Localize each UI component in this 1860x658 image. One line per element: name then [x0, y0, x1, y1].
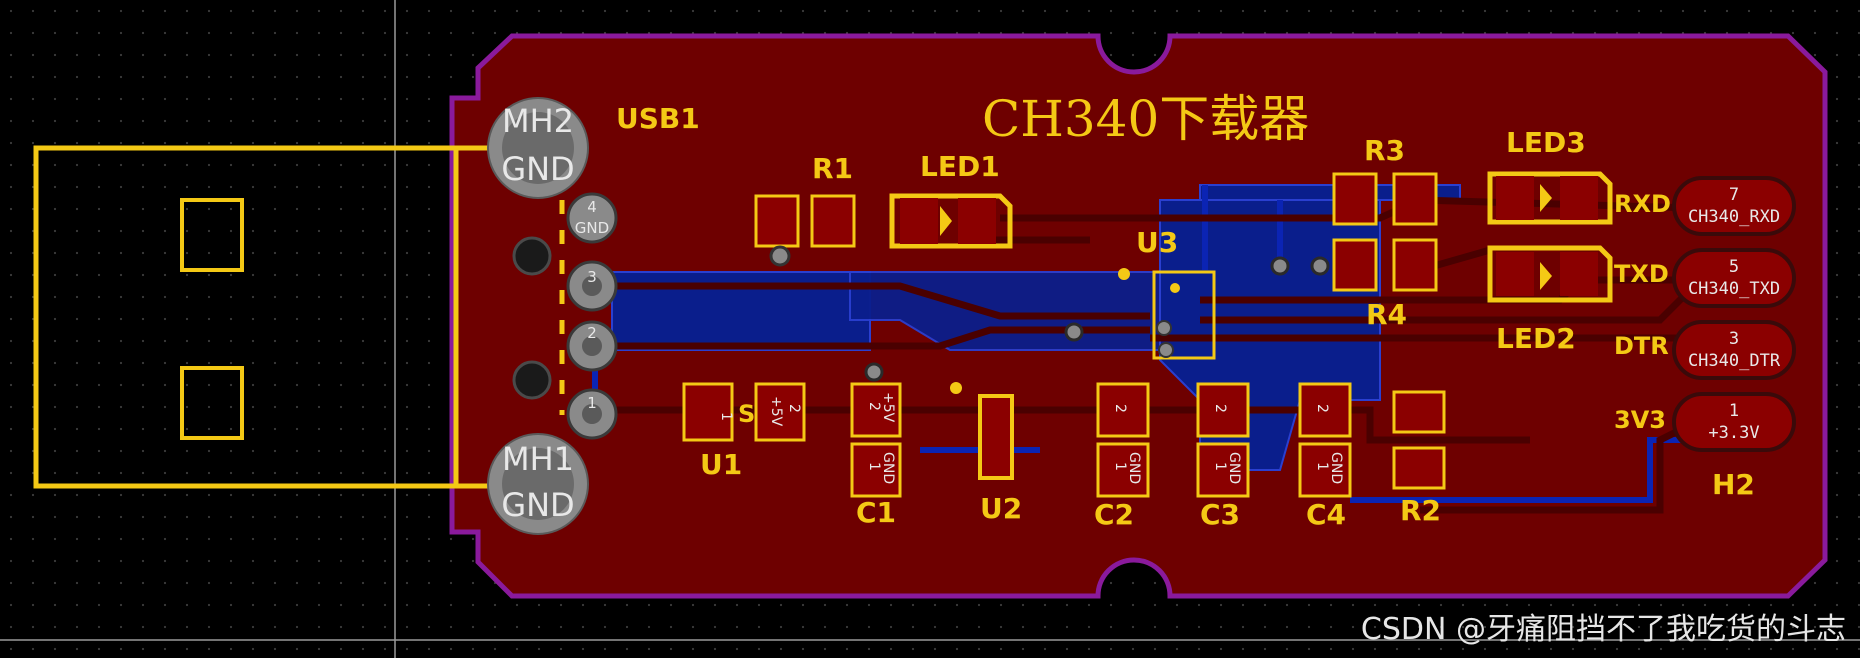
c2-pad1-num: 1 [1112, 462, 1128, 471]
header-silk-3v3: 3V3 [1614, 406, 1666, 434]
mh1-net: GND [501, 486, 574, 524]
c4-pad1-net: GND [1328, 452, 1344, 484]
usb-pin-1-number: 1 [587, 394, 597, 412]
usb-connector-outline[interactable] [33, 145, 565, 489]
capacitor-c3[interactable]: 2 1 GND [1196, 382, 1250, 498]
c3-pad1-net: GND [1226, 452, 1242, 484]
resistor-r2[interactable] [1392, 390, 1446, 490]
c4-pad1-num: 1 [1314, 462, 1330, 471]
u1-silk-s: S [738, 400, 755, 428]
ref-r4: R4 [1366, 298, 1407, 331]
ref-c1: C1 [856, 496, 896, 529]
c2-pad2-num: 2 [1112, 404, 1128, 413]
ref-u2: U2 [980, 492, 1022, 525]
usb-pin-2[interactable]: 2 [566, 320, 618, 372]
ref-r3: R3 [1364, 134, 1405, 167]
ref-led1: LED1 [920, 150, 1000, 183]
u1-pad1-num: 1 [718, 412, 734, 421]
fiducial-dot [950, 382, 962, 394]
ref-u1: U1 [700, 448, 742, 481]
c1-pad1-num: 1 [866, 462, 882, 471]
c1-pad1-net: GND [880, 452, 896, 484]
ref-led2: LED2 [1496, 322, 1576, 355]
usb-pin-3-number: 3 [587, 268, 597, 286]
resistor-r1[interactable] [754, 194, 856, 267]
c3-pad2-num: 2 [1212, 404, 1228, 413]
u1-pad2-net: +5V [768, 396, 784, 427]
header-pin-txd-number: 5 [1729, 257, 1739, 277]
mh1-name: MH1 [502, 440, 574, 478]
usb-pin-4-net: GND [575, 219, 609, 237]
u3-pin1-marker [1170, 283, 1180, 293]
header-pin-dtr-number: 3 [1729, 329, 1739, 349]
header-pin-dtr-net: CH340_DTR [1688, 351, 1781, 371]
c2-pad1-net: GND [1126, 452, 1142, 484]
ref-c3: C3 [1200, 498, 1240, 531]
header-pin-rxd-number: 7 [1729, 185, 1739, 205]
usb-key-pad-bottom [180, 366, 244, 440]
c3-pad1-num: 1 [1212, 462, 1228, 471]
u1-pad2-num: 2 [786, 404, 802, 413]
header-pin-txd[interactable]: 5 CH340_TXD TXD [1614, 248, 1796, 308]
locating-hole-top [512, 236, 552, 276]
header-pin-rxd[interactable]: 7 CH340_RXD RXD [1614, 176, 1796, 236]
ref-h2: H2 [1712, 468, 1755, 501]
mount-hole-mh1[interactable]: MH1 GND [487, 433, 589, 535]
mh2-name: MH2 [502, 102, 574, 140]
header-pin-dtr[interactable]: 3 CH340_DTR DTR [1614, 320, 1796, 380]
usb-pin-3[interactable]: 3 [566, 260, 618, 312]
watermark: CSDN @牙痛阻挡不了我吃货的斗志 [1360, 612, 1846, 647]
usb-pin-4[interactable]: 4 GND [566, 192, 618, 244]
header-pin-rxd-net: CH340_RXD [1688, 207, 1780, 227]
header-pin-3v3-net: +3.3V [1708, 423, 1759, 443]
ref-r1: R1 [812, 152, 853, 185]
ref-led3: LED3 [1506, 126, 1586, 159]
capacitor-c4[interactable]: 2 1 GND [1298, 382, 1352, 498]
c1-pad2-num: 2 [866, 402, 882, 411]
resistor-r3[interactable] [1332, 172, 1438, 226]
capacitor-c2[interactable]: 2 1 GND [1096, 382, 1150, 498]
c4-pad2-num: 2 [1314, 404, 1330, 413]
vias [864, 256, 1330, 382]
usb-pin-2-number: 2 [587, 324, 597, 342]
led3-polarity-icon [1540, 184, 1552, 212]
ref-r2: R2 [1400, 494, 1441, 527]
led1-polarity-icon [940, 206, 952, 236]
board-title: CH340下载器 [982, 90, 1309, 148]
header-silk-rxd: RXD [1614, 190, 1671, 218]
c1-pad2-net: +5V [880, 392, 896, 423]
led-led1[interactable] [889, 193, 1013, 249]
header-silk-txd: TXD [1614, 260, 1669, 288]
header-pin-3v3[interactable]: 1 +3.3V 3V3 [1614, 392, 1796, 452]
resistor-r4[interactable] [1332, 238, 1438, 292]
locating-hole-bottom [512, 360, 552, 400]
mh2-net: GND [501, 150, 574, 188]
usb-key-pad-top [180, 198, 244, 272]
capacitor-c1[interactable]: 2 +5V 1 GND [850, 382, 902, 498]
usb-pin-4-number: 4 [587, 198, 597, 216]
led-led3[interactable] [1487, 171, 1613, 225]
led2-polarity-icon [1540, 262, 1552, 290]
led-led2[interactable] [1487, 245, 1613, 303]
usb-pin-1[interactable]: 1 [566, 388, 618, 440]
component-u2[interactable] [978, 394, 1014, 480]
ref-u3: U3 [1136, 226, 1178, 259]
header-silk-dtr: DTR [1614, 332, 1669, 360]
header-pin-3v3-number: 1 [1729, 401, 1739, 421]
ic-u3[interactable] [1118, 268, 1216, 360]
ref-usb1: USB1 [616, 102, 700, 135]
ref-c2: C2 [1094, 498, 1134, 531]
mount-hole-mh2[interactable]: MH2 GND [487, 97, 589, 199]
ref-c4: C4 [1306, 498, 1346, 531]
regulator-u1[interactable]: 1 2 +5V S [682, 382, 806, 442]
header-pin-txd-net: CH340_TXD [1688, 279, 1780, 299]
